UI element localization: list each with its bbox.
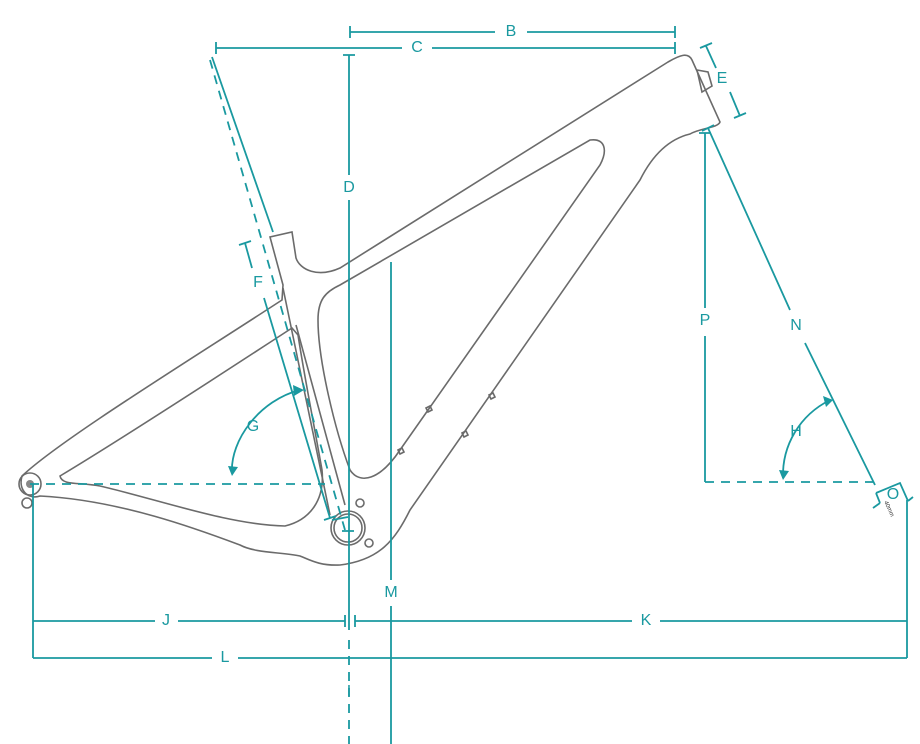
bolt-mount	[364, 538, 374, 548]
bottom-bracket	[330, 510, 366, 546]
arrowheads-H	[779, 396, 833, 480]
label-J: J	[162, 612, 170, 629]
arrowheads-G	[228, 385, 304, 476]
label-L: L	[221, 649, 230, 666]
label-K: K	[641, 612, 652, 629]
bottom-bracket-inner	[333, 513, 363, 543]
rear-dropout	[18, 472, 42, 496]
dimension-lines	[30, 26, 914, 744]
dim-C	[215, 42, 676, 54]
dim-K	[354, 615, 907, 627]
bike-frame	[18, 54, 721, 566]
dim-D	[343, 54, 355, 630]
label-C: C	[411, 39, 423, 56]
label-B: B	[506, 23, 517, 40]
label-P: P	[700, 312, 711, 329]
label-I: I	[347, 683, 351, 700]
dim-G-arc	[231, 389, 301, 474]
dim-O-box	[872, 481, 914, 658]
dim-F	[238, 240, 337, 521]
seat-tube-angle-line	[211, 56, 274, 233]
dimension-labels: B C D E F G H I J K L M N O P 40mm	[162, 23, 899, 700]
front-triangle-inner	[317, 139, 606, 479]
label-H: H	[790, 423, 802, 440]
label-O: O	[887, 486, 899, 503]
seat-tube	[282, 287, 346, 516]
dim-P	[699, 132, 711, 482]
bottle-bosses	[396, 391, 497, 456]
bolt-mount	[355, 498, 365, 508]
label-G: G	[247, 418, 259, 435]
label-F: F	[253, 274, 263, 291]
dim-N	[701, 124, 876, 486]
label-E: E	[717, 70, 728, 87]
label-M: M	[384, 584, 397, 601]
effective-st-base	[331, 516, 354, 532]
label-D: D	[343, 179, 355, 196]
frame-outline	[20, 54, 721, 566]
dim-H-arc	[782, 399, 831, 479]
seat-tube-axis-dashed	[209, 59, 346, 531]
dim-E	[699, 42, 747, 119]
dim-J	[32, 484, 346, 658]
derailleur-hanger	[21, 497, 33, 509]
label-N: N	[790, 317, 802, 334]
dim-B	[349, 26, 676, 38]
head-badge	[695, 68, 713, 94]
